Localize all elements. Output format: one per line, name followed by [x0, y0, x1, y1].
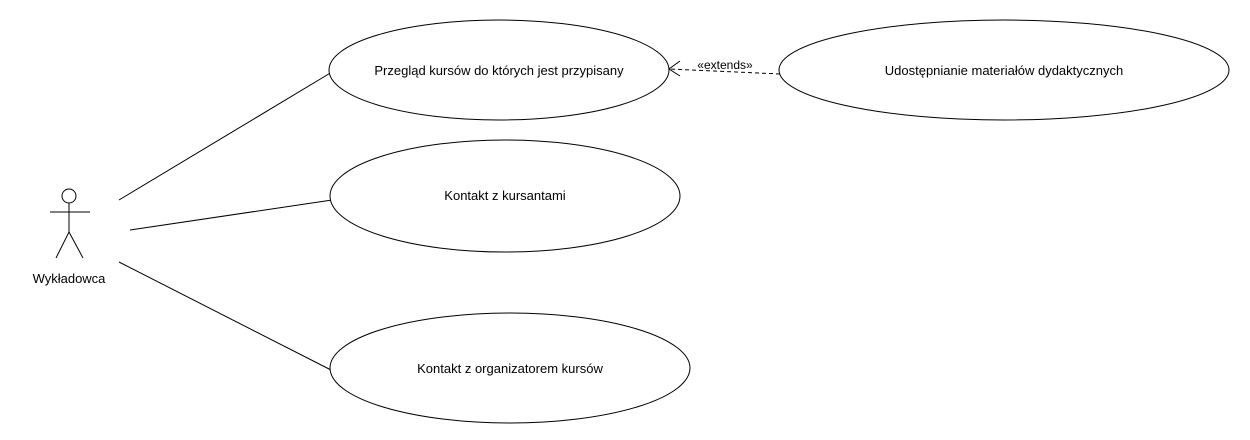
- actor-wykladowca[interactable]: Wykładowca: [33, 188, 107, 286]
- use-case-ellipse: [328, 19, 670, 121]
- use-case-kontakt-kursanci[interactable]: Kontakt z kursantami: [329, 139, 681, 253]
- actor-head: [61, 188, 77, 204]
- association-przeglad: [118, 71, 333, 201]
- use-case-label: Kontakt z organizatorem kursów: [417, 361, 603, 376]
- use-case-kontakt-organizator[interactable]: Kontakt z organizatorem kursów: [329, 312, 691, 424]
- extends-line: [668, 68, 781, 75]
- use-case-udostepnianie[interactable]: Udostępnianie materiałów dydaktycznych: [778, 19, 1230, 121]
- use-case-ellipse: [329, 312, 691, 424]
- extends-arrowhead: [668, 60, 681, 77]
- use-case-label: Kontakt z kursantami: [444, 188, 565, 203]
- use-case-label: Udostępnianie materiałów dydaktycznych: [885, 63, 1123, 78]
- extends-relationship: «extends»: [668, 58, 781, 77]
- use-case-label: Przegląd kursów do których jest przypisa…: [374, 63, 624, 78]
- extends-label: «extends»: [697, 58, 753, 72]
- association-kontakt-organizator: [118, 261, 332, 371]
- association-kontakt-kursanci: [129, 199, 333, 231]
- actor-name: Wykładowca: [33, 271, 107, 286]
- use-case-ellipse: [778, 19, 1230, 121]
- actor-left-leg: [55, 231, 70, 259]
- use-case-ellipse: [329, 139, 681, 253]
- actor-right-leg: [68, 231, 84, 259]
- use-case-przeglad[interactable]: Przegląd kursów do których jest przypisa…: [328, 19, 670, 121]
